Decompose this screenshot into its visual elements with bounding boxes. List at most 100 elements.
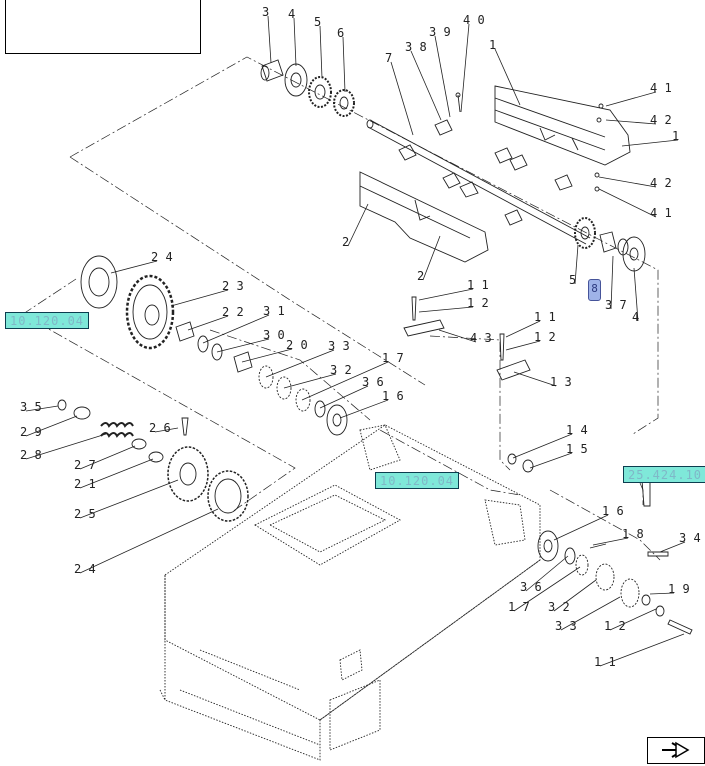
- callout-label: 3 3: [555, 619, 577, 633]
- title-block: [5, 0, 201, 54]
- reference-link-left[interactable]: 10.120.04: [5, 312, 90, 329]
- selected-part-marker[interactable]: 8: [588, 279, 601, 301]
- callout-2[interactable]: 2: [342, 203, 369, 249]
- callout-39[interactable]: 3 9: [429, 25, 451, 118]
- callout-29[interactable]: 2 9: [20, 415, 78, 439]
- callout-label: 1 5: [566, 442, 588, 456]
- callout-22[interactable]: 2 2: [187, 305, 244, 331]
- reference-link-center[interactable]: 10.120.04: [375, 472, 460, 489]
- callout-1[interactable]: 1: [621, 129, 679, 147]
- callout-30[interactable]: 3 0: [216, 328, 285, 353]
- main-frame: [159, 424, 541, 761]
- callout-14[interactable]: 1 4: [512, 423, 588, 459]
- leader-line: [649, 592, 675, 595]
- callout-40[interactable]: 4 0: [460, 13, 485, 113]
- callout-36[interactable]: 3 6: [319, 375, 384, 409]
- leader-line: [605, 119, 657, 125]
- callout-32[interactable]: 3 2: [283, 363, 352, 389]
- callout-label: 3 5: [20, 400, 42, 414]
- callout-35[interactable]: 3 5: [20, 400, 59, 414]
- callout-15[interactable]: 1 5: [529, 442, 588, 469]
- callout-33[interactable]: 3 3: [555, 596, 621, 633]
- callout-42[interactable]: 4 2: [598, 176, 672, 190]
- callout-18[interactable]: 1 8: [592, 527, 644, 546]
- callout-26[interactable]: 2 6: [149, 421, 179, 435]
- callout-label: 2 3: [222, 279, 244, 293]
- callout-label: 2 8: [20, 448, 42, 462]
- callout-41[interactable]: 4 1: [598, 188, 672, 220]
- leader-line: [560, 596, 621, 631]
- callout-label: 1 2: [604, 619, 626, 633]
- housing-16: [326, 404, 348, 436]
- callout-12[interactable]: 1 2: [505, 330, 556, 351]
- callout-20[interactable]: 2 0: [241, 338, 308, 363]
- next-page-button[interactable]: [647, 737, 705, 764]
- callout-4[interactable]: 4: [288, 7, 297, 67]
- callout-1[interactable]: 1: [489, 38, 521, 106]
- callout-17[interactable]: 1 7: [301, 351, 404, 401]
- callout-19[interactable]: 1 9: [649, 582, 690, 596]
- callout-36[interactable]: 3 6: [520, 555, 569, 594]
- flange-4-right: [622, 236, 646, 272]
- leader-line: [574, 244, 579, 285]
- callout-label: 3 6: [362, 375, 384, 389]
- callout-3[interactable]: 3: [262, 5, 272, 64]
- leader-line: [422, 235, 441, 281]
- callout-21[interactable]: 2 1: [74, 458, 154, 491]
- flange-4-top: [284, 63, 308, 97]
- leader-line: [25, 433, 107, 460]
- callout-4[interactable]: 4: [632, 267, 639, 324]
- callout-label: 4 2: [650, 176, 672, 190]
- leader-line: [25, 405, 59, 412]
- flange-24-left: [80, 255, 118, 309]
- callout-label: 2 6: [149, 421, 171, 435]
- leader-line: [598, 176, 657, 188]
- leader-line: [79, 479, 179, 519]
- callout-label: 3 1: [263, 304, 285, 318]
- callout-16[interactable]: 1 6: [553, 504, 624, 541]
- callout-11[interactable]: 1 1: [505, 310, 556, 338]
- reference-link-right[interactable]: 25.424.10: [623, 466, 705, 483]
- callout-34[interactable]: 3 4: [659, 531, 701, 553]
- callout-42[interactable]: 4 2: [605, 113, 672, 127]
- callout-label: 1 2: [534, 330, 556, 344]
- leader-line: [154, 427, 179, 433]
- leader-line: [267, 15, 272, 64]
- callout-label: 1: [489, 38, 496, 52]
- callout-2[interactable]: 2: [417, 235, 441, 283]
- callout-33[interactable]: 3 3: [265, 339, 350, 378]
- callout-28[interactable]: 2 8: [20, 433, 107, 462]
- callout-11[interactable]: 1 1: [418, 278, 489, 301]
- callout-32[interactable]: 3 2: [548, 579, 597, 614]
- callout-label: 3 9: [429, 25, 451, 39]
- leader-line: [25, 415, 78, 437]
- callout-25[interactable]: 2 5: [74, 479, 179, 521]
- callout-17[interactable]: 1 7: [508, 566, 581, 614]
- callout-11[interactable]: 1 1: [594, 633, 685, 669]
- callout-12[interactable]: 1 2: [418, 296, 489, 313]
- callout-label: 1: [672, 129, 679, 143]
- callout-27[interactable]: 2 7: [74, 445, 136, 472]
- callout-23[interactable]: 2 3: [170, 279, 244, 307]
- callout-24[interactable]: 2 4: [74, 508, 219, 576]
- leader-line: [390, 61, 414, 136]
- callout-31[interactable]: 3 1: [202, 304, 285, 344]
- callout-7[interactable]: 7: [385, 51, 414, 136]
- callout-5[interactable]: 5: [314, 15, 323, 79]
- callout-label: 5: [314, 15, 321, 29]
- callout-24[interactable]: 2 4: [110, 250, 173, 274]
- callout-43[interactable]: 4 3: [438, 329, 492, 345]
- callout-16[interactable]: 1 6: [339, 389, 404, 419]
- callout-6[interactable]: 6: [337, 26, 346, 93]
- callout-13[interactable]: 1 3: [513, 371, 572, 389]
- callout-5[interactable]: 5: [569, 244, 579, 287]
- leader-line: [438, 329, 477, 343]
- callout-37[interactable]: 3 7: [605, 255, 627, 312]
- callout-label: 2 7: [74, 458, 96, 472]
- callout-label: 2 0: [286, 338, 308, 352]
- callout-38[interactable]: 3 8: [405, 40, 442, 121]
- callout-label: 3 8: [405, 40, 427, 54]
- callout-41[interactable]: 4 1: [605, 81, 672, 107]
- callout-12[interactable]: 1 2: [604, 608, 657, 633]
